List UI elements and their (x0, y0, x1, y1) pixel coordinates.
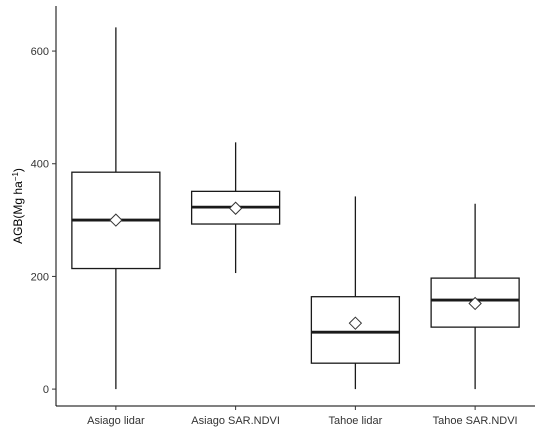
x-tick-label: Tahoe SAR.NDVI (433, 415, 518, 427)
y-tick-label: 400 (31, 159, 49, 171)
box-group (190, 142, 281, 274)
y-tick-label: 200 (31, 271, 49, 283)
y-tick-label: 0 (43, 384, 49, 396)
y-axis-title: AGB(Mg ha−1) (11, 168, 26, 244)
mean-marker (109, 213, 123, 227)
mean-marker (348, 316, 363, 330)
mean-marker (228, 201, 243, 215)
mean-marker (468, 296, 482, 311)
x-tick-label: Tahoe lidar (328, 415, 382, 427)
x-tick-label: Asiago lidar (87, 415, 145, 427)
y-axis-title-sup: −1 (11, 172, 20, 182)
iqr-box (310, 296, 401, 364)
x-tick-label: Asiago SAR.NDVI (191, 415, 280, 427)
plot-area (71, 27, 520, 390)
y-axis-title-main: AGB(Mg ha (11, 181, 25, 244)
box-group (310, 196, 401, 390)
y-ticks: 0 200 400 600 (31, 46, 56, 396)
y-tick-label: 600 (31, 46, 49, 58)
y-axis-title-suffix: ) (11, 168, 25, 172)
box-group (430, 203, 520, 390)
x-ticks: Asiago lidar Asiago SAR.NDVI Tahoe lidar Ta… (87, 406, 518, 427)
box-group (71, 27, 161, 390)
axes (55, 6, 535, 407)
